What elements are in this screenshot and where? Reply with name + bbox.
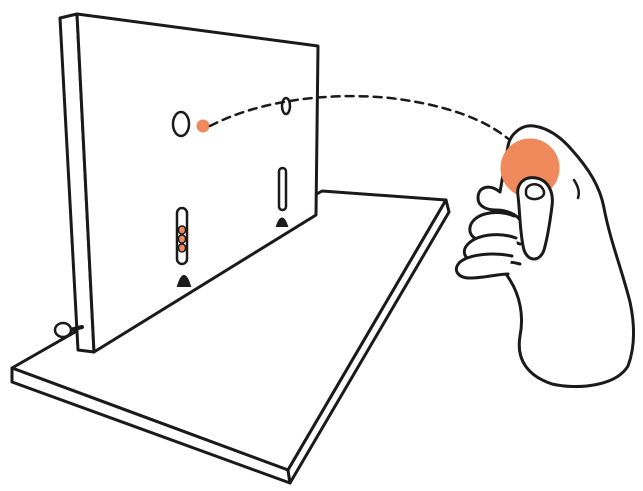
- stacked-coin: [177, 234, 187, 244]
- coin-slot-left-opening: [176, 275, 192, 287]
- peg-icon: [53, 321, 84, 339]
- large-hole: [171, 110, 191, 138]
- dashed-path-icon: [208, 94, 520, 150]
- coin-slot-right: [277, 166, 288, 212]
- index-finger: [476, 185, 522, 222]
- stacked-coin: [177, 225, 187, 235]
- base-board: [10, 189, 451, 485]
- small-coin: [196, 119, 210, 133]
- thumbnail: [524, 183, 546, 201]
- wall-board-face: [75, 12, 320, 354]
- stacked-coins: [177, 225, 187, 253]
- coin-slot-right-opening: [275, 217, 289, 227]
- stacked-coin: [177, 243, 187, 253]
- base-board-right-edge: [286, 198, 451, 485]
- thumb: [516, 176, 554, 261]
- little-finger: [454, 252, 514, 280]
- hand-icon: [454, 124, 636, 389]
- wall-board: [58, 12, 320, 354]
- knuckle-line: [572, 178, 581, 200]
